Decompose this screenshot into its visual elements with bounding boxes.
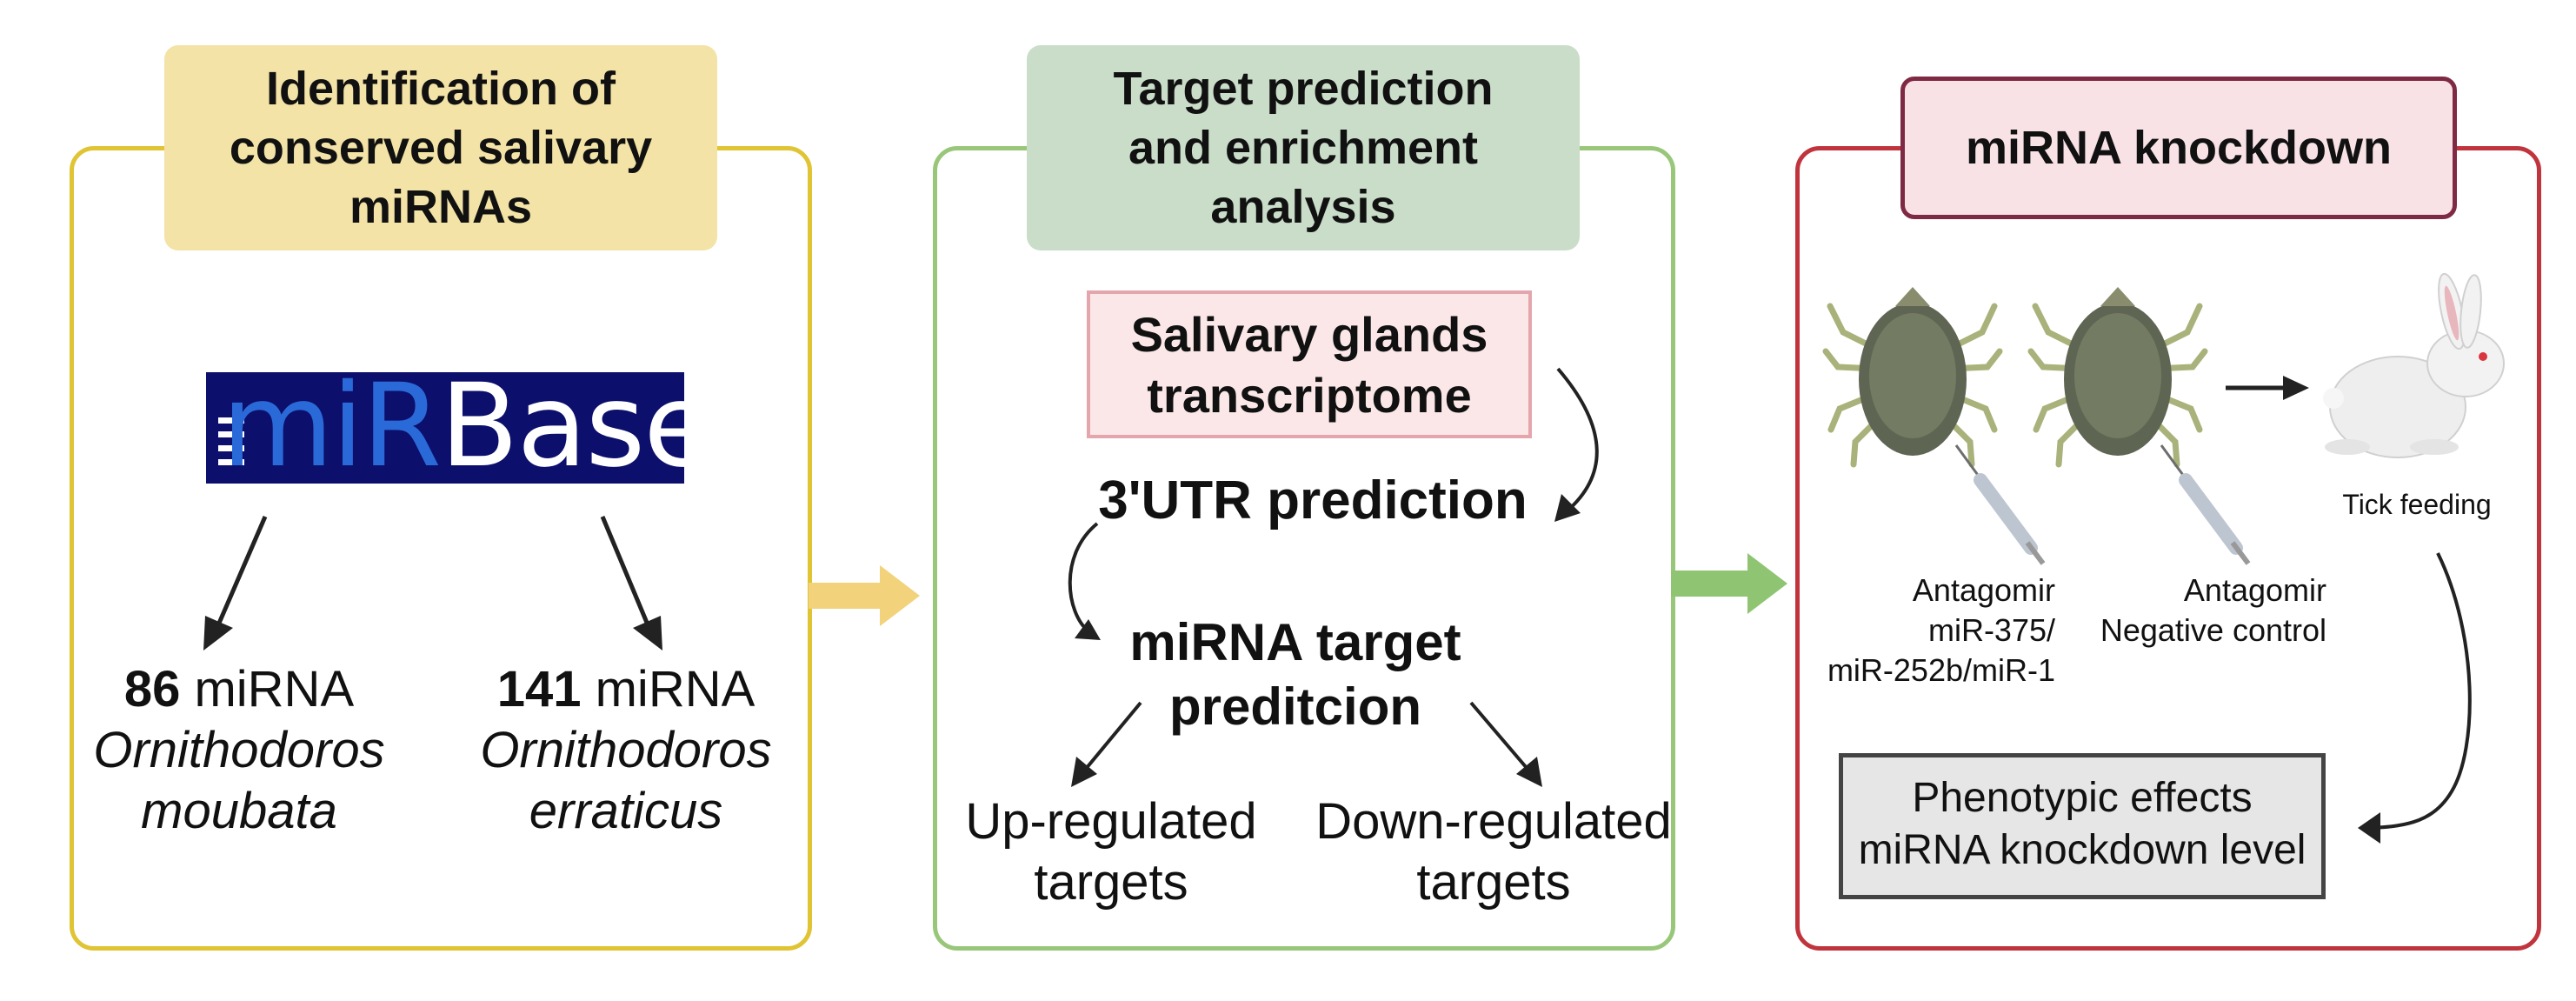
- arrow-to-moubata-head: [203, 616, 233, 651]
- transcriptome-line2: transcriptome: [1147, 368, 1472, 423]
- antagomir-1-label: Antagomir miR-375/ miR-252b/miR-1: [1808, 571, 2055, 691]
- erraticus-species: erraticus: [529, 783, 723, 839]
- transcriptome-line1: Salivary glands: [1130, 307, 1488, 362]
- mirna-target-prediction: miRNA target preditcion: [1087, 611, 1504, 739]
- up-regulated-line1: Up-regulated: [965, 793, 1257, 850]
- moubata-genus: Ornithodoros: [93, 722, 385, 778]
- down-regulated-targets: Down-regulated targets: [1302, 791, 1685, 913]
- down-regulated-line1: Down-regulated: [1315, 793, 1672, 850]
- erraticus-block: 141 miRNA Ornithodoros erraticus: [439, 659, 813, 842]
- arrow-to-up-regulated: [1080, 701, 1142, 776]
- mirbase-logo: miRBase: [206, 372, 684, 484]
- moubata-unit: miRNA: [180, 661, 355, 717]
- arrow-to-erraticus-head: [633, 616, 662, 651]
- up-regulated-line2: targets: [1034, 854, 1188, 911]
- moubata-species: moubata: [141, 783, 337, 839]
- antagomir-1-line1: Antagomir: [1912, 572, 2055, 608]
- down-regulated-line2: targets: [1416, 854, 1571, 911]
- antagomir-1-line2: miR-375/: [1927, 612, 2055, 648]
- panel-identification-title: Identification of conserved salivary miR…: [229, 63, 653, 233]
- panel-knockdown-header: miRNA knockdown: [1900, 77, 2457, 219]
- mirbase-arrows: [203, 516, 662, 651]
- panel-identification-header: Identification of conserved salivary miR…: [164, 45, 717, 250]
- flow-arrow-2: [1671, 553, 1787, 614]
- tick-feeding-label: Tick feeding: [2342, 489, 2492, 520]
- erraticus-unit: miRNA: [581, 661, 755, 717]
- mirna-target-line2: preditcion: [1168, 677, 1421, 736]
- phenotypic-line2: miRNA knockdown level: [1858, 827, 2306, 873]
- erraticus-count: 141: [496, 661, 582, 717]
- syringe-icon-1: [1954, 444, 2046, 565]
- mirna-target-line1: miRNA target: [1129, 613, 1461, 671]
- arrow-to-down-regulated: [1469, 701, 1534, 776]
- mirbase-logo-r: R: [362, 372, 442, 484]
- erraticus-genus: Ornithodoros: [480, 722, 772, 778]
- antagomir-2-label: Antagomir Negative control: [2069, 571, 2326, 651]
- tick-icon-1: [1822, 287, 2046, 565]
- transcriptome-box: Salivary glands transcriptome: [1087, 290, 1532, 438]
- phenotypic-effects-box: Phenotypic effects miRNA knockdown level: [1839, 753, 2326, 899]
- panel-knockdown-title: miRNA knockdown: [1965, 122, 2393, 174]
- mirbase-logo-base: Base: [439, 372, 684, 484]
- moubata-block: 86 miRNA Ornithodoros moubata: [52, 659, 426, 842]
- arrow-transcriptome-to-utr: [1556, 367, 1599, 513]
- flow-arrow-1: [809, 565, 920, 626]
- arrow-to-erraticus: [600, 516, 656, 640]
- antagomir-2-line2: Negative control: [2100, 612, 2326, 648]
- mirbase-logo-stack-icon: [218, 417, 244, 473]
- arrow-to-moubata: [210, 516, 268, 640]
- arrow-utr-to-target: [1068, 522, 1099, 633]
- antagomir-2-line1: Antagomir: [2183, 572, 2326, 608]
- syringe-icon-2: [2160, 444, 2251, 565]
- panel-identification: [70, 146, 812, 951]
- utr-prediction: 3'UTR prediction: [1098, 470, 1528, 531]
- target-arrows: [1068, 367, 1599, 787]
- moubata-count: 86: [123, 661, 181, 717]
- up-regulated-targets: Up-regulated targets: [937, 791, 1285, 913]
- mirbase-logo-mi: mi: [222, 372, 363, 484]
- rabbit-icon: [2323, 272, 2505, 458]
- phenotypic-line1: Phenotypic effects: [1912, 775, 2253, 821]
- panel-target-prediction: [933, 146, 1675, 951]
- panel-target-prediction-header: Target prediction and enrichment analysi…: [1027, 45, 1580, 250]
- arrow-to-rabbit: [2226, 376, 2309, 400]
- panel-target-prediction-title: Target prediction and enrichment analysi…: [1113, 63, 1494, 233]
- antagomir-1-line3: miR-252b/miR-1: [1827, 652, 2055, 688]
- tick-icon-2: [2027, 287, 2251, 565]
